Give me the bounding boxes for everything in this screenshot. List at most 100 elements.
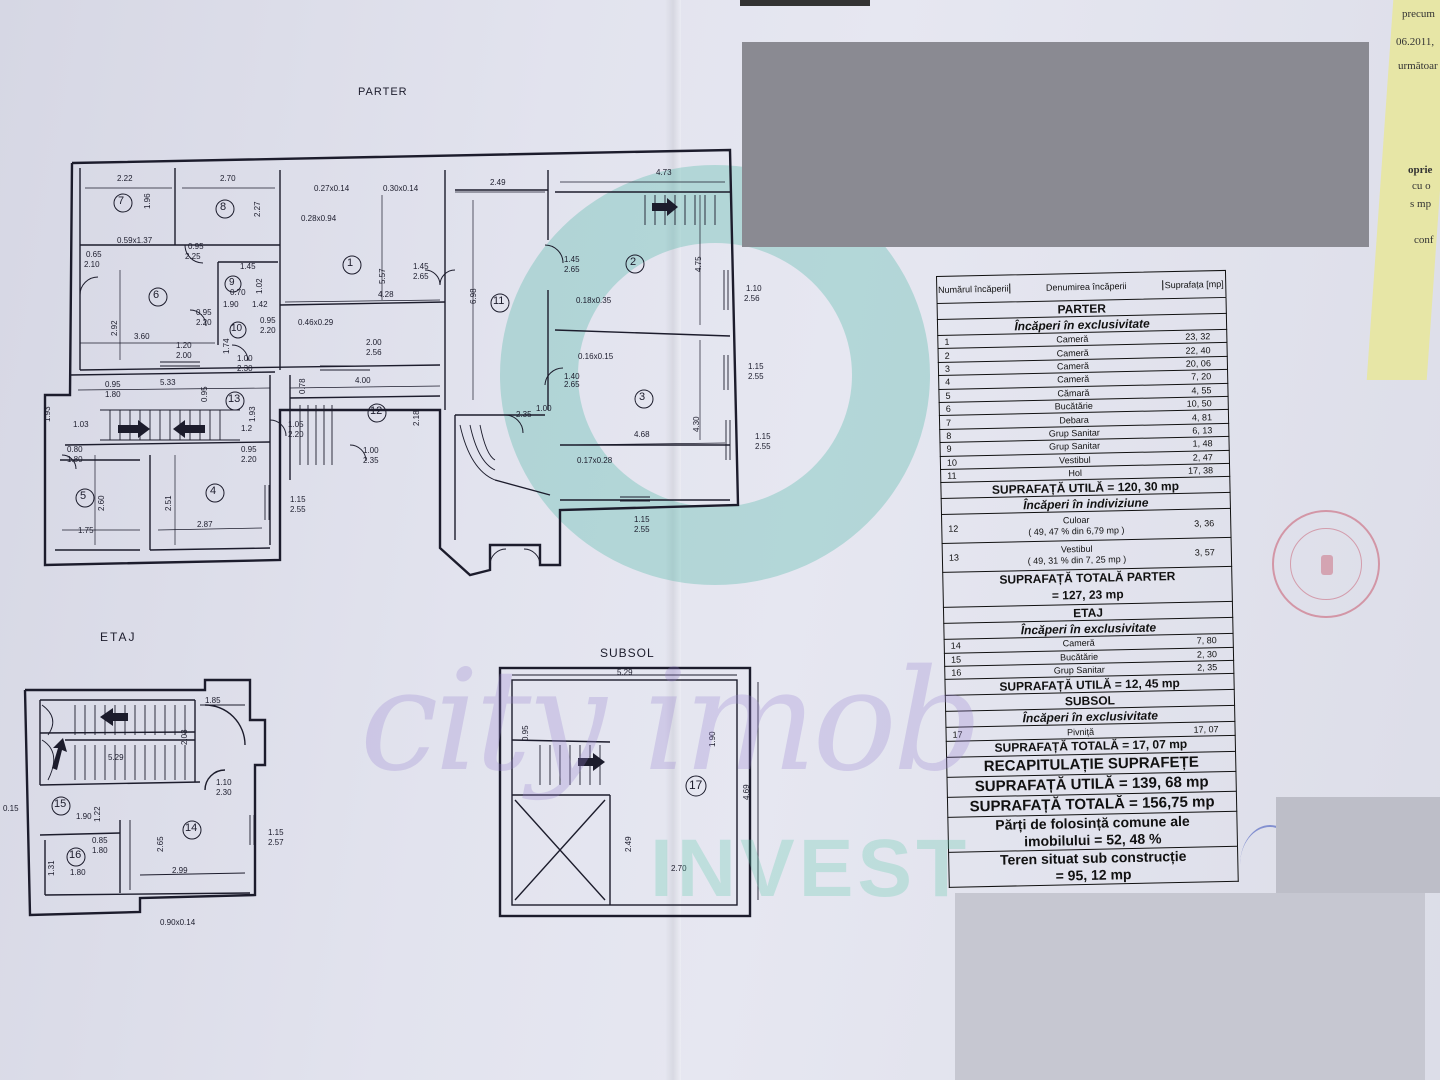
row-area: 7, 80 [1196, 635, 1217, 647]
dimension-label: 1.80 [92, 846, 108, 855]
dimension-label: 0.78 [298, 378, 307, 394]
row-area: 6, 13 [1192, 425, 1213, 436]
dimension-label: 2.20 [241, 455, 257, 464]
row-name-text: Culoar [1062, 515, 1090, 526]
dimension-label: 2.20 [196, 318, 212, 327]
margin-text: oprie [1408, 164, 1433, 176]
dimension-label: 1.15 [748, 362, 764, 371]
dimension-label: 1.02 [255, 278, 264, 294]
dimension-label: 6.98 [469, 288, 478, 304]
dimension-label: 1.90 [76, 812, 92, 821]
arrow-icon [578, 753, 605, 771]
dimension-label: 2.00 [176, 351, 192, 360]
dimension-label: 2.70 [220, 174, 236, 183]
row-nr: 4 [945, 377, 951, 388]
dimension-label: 0.80 [67, 445, 83, 454]
row-name: Cameră [1056, 347, 1089, 359]
row-detail: ( 49, 31 % din 7, 25 mp ) [1027, 554, 1127, 567]
room-number: 11 [493, 295, 505, 307]
dimension-label: 0.17x0.28 [577, 456, 613, 465]
dimension-label: 0.18x0.35 [576, 296, 612, 305]
room-number: 9 [229, 277, 236, 288]
dimension-label: 4.30 [692, 416, 701, 432]
dimension-label: 1.45 [413, 262, 429, 271]
dimension-label: 0.27x0.14 [314, 184, 350, 193]
dimension-label: 0.65 [86, 250, 102, 259]
room-number: 17 [689, 778, 703, 792]
margin-text: următoar [1398, 60, 1438, 72]
dimension-label: 2.55 [634, 525, 650, 534]
row-nr: 13 [948, 552, 960, 564]
room-number: 4 [210, 485, 218, 497]
official-stamp [1272, 510, 1380, 618]
row-nr: 11 [947, 470, 957, 481]
header-name: Denumirea încăperii [1045, 281, 1127, 293]
dimension-label: 0.15 [3, 804, 19, 813]
row-area: 2, 47 [1192, 451, 1213, 463]
room-number: 5 [80, 490, 88, 502]
row-nr: 10 [946, 457, 958, 468]
row-name: Cameră [1057, 374, 1090, 385]
dimension-label: 2.65 [413, 272, 429, 281]
row-nr: 6 [945, 403, 951, 414]
row-nr: 7 [945, 417, 952, 428]
dimension-label: 0.95 [200, 386, 209, 402]
arrow-icon [52, 738, 67, 770]
dimension-label: 4.75 [694, 256, 703, 272]
plan-title-parter: PARTER [358, 86, 408, 98]
dimension-label: 4.68 [634, 430, 650, 439]
row-name: Bucătărie [1054, 400, 1093, 412]
dimension-label: 1.05 [288, 420, 304, 429]
dimension-label: 1.80 [67, 455, 83, 464]
row-name: Vestibul( 49, 31 % din 7, 25 mp ) [1009, 543, 1145, 568]
row-area: 22, 40 [1185, 344, 1211, 356]
dimension-label: 5.57 [378, 268, 387, 284]
dimension-label: 2.30 [237, 364, 253, 373]
dimension-label: 1.03 [73, 420, 89, 429]
row-name: Cămară [1057, 387, 1090, 399]
row-nr: 8 [946, 430, 952, 441]
dimension-label: 1.31 [47, 860, 56, 876]
row-nr: 3 [944, 363, 951, 374]
dimension-label: 2.27 [253, 201, 262, 217]
dimension-label: 1.10 [746, 284, 762, 293]
dimension-label: 1.2 [241, 424, 253, 433]
dimension-label: 1.00 [237, 354, 253, 363]
dimension-label: 2.20 [260, 326, 276, 335]
row-nr: 1 [944, 336, 950, 348]
row-area: 1, 48 [1192, 438, 1213, 449]
plan-title-etaj: ETAJ [100, 630, 137, 644]
room-number: 15 [54, 798, 67, 810]
dimension-label: 1.00 [536, 404, 552, 413]
dimension-label: 2.25 [185, 252, 201, 261]
dimension-label: 1.10 [216, 778, 232, 787]
row-name: Grup Sanitar [1048, 440, 1101, 452]
dimension-label: 1.96 [143, 193, 152, 209]
dimension-label: 1.90 [223, 300, 239, 309]
row-area: 7, 20 [1191, 371, 1212, 383]
room-number: 3 [639, 391, 647, 403]
watermark-subtext: INVEST [650, 823, 971, 914]
teren-line: = 95, 12 mp [1055, 865, 1132, 884]
dimension-label: 2.20 [288, 430, 304, 439]
dimension-label: 0.30x0.14 [383, 184, 419, 193]
row-detail: ( 49, 47 % din 6,79 mp ) [1028, 525, 1125, 538]
dimension-label: 1.40 [564, 372, 580, 381]
dimension-label: 1.22 [93, 806, 102, 822]
row-name: Debara [1059, 414, 1089, 425]
teren-line: Teren situat sub construcție [999, 847, 1187, 868]
row-name: Culoar( 49, 47 % din 6,79 mp ) [1008, 514, 1144, 539]
dimension-label: 0.95 [188, 242, 204, 251]
header-nr: Numărul încăperii [937, 283, 1011, 295]
row-name: Grup Sanitar [1053, 664, 1105, 676]
dimension-label: 4.73 [656, 168, 672, 177]
dimension-label: 1.15 [268, 828, 284, 837]
row-area: 17, 07 [1193, 723, 1219, 735]
room-number: 13 [228, 393, 241, 405]
dimension-label: 2.10 [84, 260, 100, 269]
arrow-icon [118, 420, 150, 438]
room-number: 1 [347, 257, 355, 269]
dimension-label: 3.60 [134, 332, 150, 341]
dimension-label: 0.28x0.94 [301, 214, 337, 223]
dimension-label: 2.56 [366, 348, 382, 357]
